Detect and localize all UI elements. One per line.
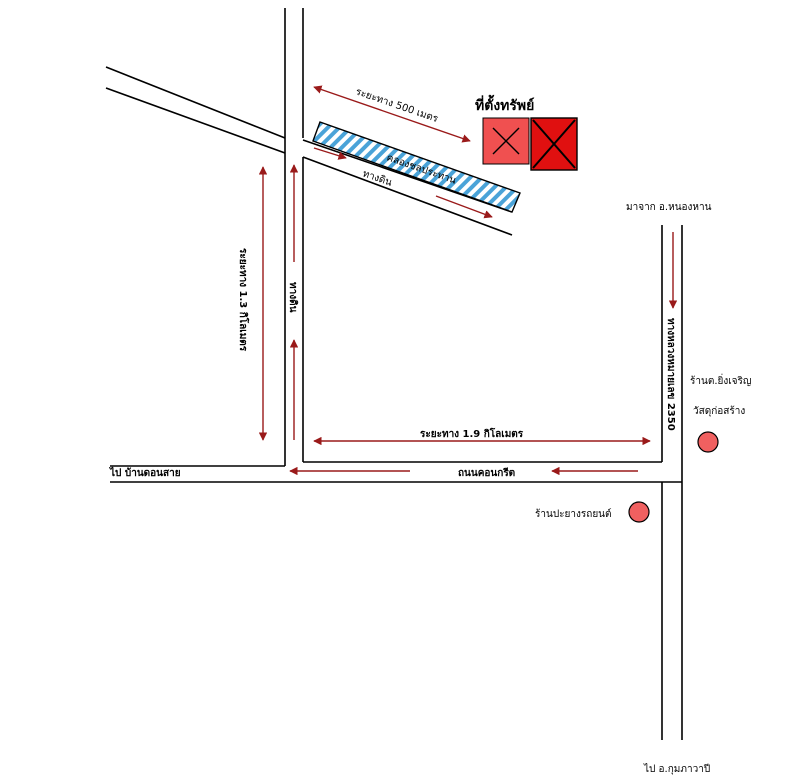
property-marker-dark [530,117,578,171]
dirt-road-label: ทางดิน [361,168,393,188]
arrow-dirt-road-exit [435,195,493,219]
vertical-dirt-road-label: ทางดิน [287,282,299,313]
label-from-nongnan: มาจาก อ.หนองหาน [626,202,712,213]
label-to-kumphawapi: ไป อ.กุมภาวาปี [643,763,710,775]
arrow-500m [313,85,471,143]
roads [105,8,683,740]
label-concrete-road: ถนนคอนกรีต [458,467,515,479]
landmark-tire-shop-marker [628,501,650,523]
property-label: ที่ตั้งทรัพย์ [475,94,534,114]
dirt-road-lower-edge [302,156,513,236]
label-to-bandonsai: ไป บ้านดอนสาย [109,466,181,479]
label-distance-1-3km: ระยะทาง 1.3 กิโลเมตร [237,248,250,352]
label-materials-shop-line2: วัสดุก่อสร้าง [693,405,745,417]
label-distance-1-9km: ระยะทาง 1.9 กิโลเมตร [420,427,524,440]
property-marker-light [482,117,530,165]
label-tire-shop: ร้านปะยางรถยนต์ [535,508,612,520]
landmark-materials-shop-marker [697,431,719,453]
highway-label: ทางหลวงหมายเลข 2350 [665,318,676,431]
diagonal-road-lower-left [105,87,286,154]
landmarks: ร้านต.ยิ่งเจริญ วัสดุก่อสร้าง ร้านปะยางร… [535,373,751,523]
property-markers: ที่ตั้งทรัพย์ [475,94,578,171]
arrow-dirt-road-entry [313,147,347,160]
place-labels: มาจาก อ.หนองหาน ไป บ้านดอนสาย ถนนคอนกรีต… [109,202,712,775]
diagonal-road-upper-left [105,66,286,139]
label-materials-shop-line1: ร้านต.ยิ่งเจริญ [690,373,751,387]
